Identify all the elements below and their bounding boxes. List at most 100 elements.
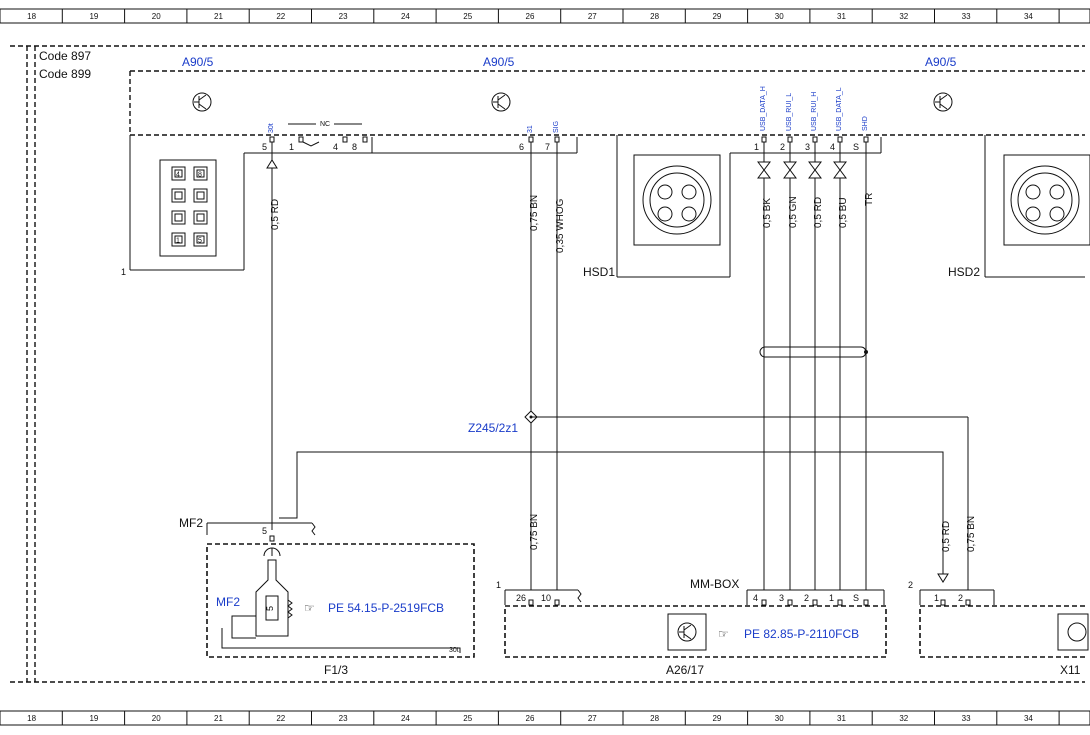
code-label-1: Code 897 <box>39 49 91 63</box>
wire-label-rd-x11: 0,5 RD <box>941 521 952 552</box>
ruler-number: 18 <box>27 12 36 21</box>
connector-cell-inner <box>196 191 205 200</box>
pin-7: 7 <box>545 142 550 152</box>
ruler-number: 28 <box>650 714 659 723</box>
connector-cell-label: 5 <box>198 238 202 245</box>
connector-mid: 31 SIG 6 7 <box>372 121 578 154</box>
wires: Z245/2z1 0,5 RD 0,75 BN 0,35 WHOG 0,5 BK… <box>266 142 977 590</box>
connector-cell-inner <box>174 191 183 200</box>
mf2-pin: 5 <box>262 526 267 536</box>
mmbox-label: MM-BOX <box>690 577 739 591</box>
connector-cell-inner <box>196 213 205 222</box>
pin-label-shd: SHD <box>862 116 869 131</box>
mm-pin-4: 4 <box>753 593 758 603</box>
splice-label: Z245/2z1 <box>468 421 518 435</box>
pin-5: 5 <box>262 142 267 152</box>
pe-fuse-ref: PE 54.15-P-2519FCB <box>328 601 444 615</box>
connector-cell-label: 4 <box>176 172 180 179</box>
ruler-number: 26 <box>526 12 535 21</box>
x11-label: X11 <box>1060 663 1081 677</box>
pin-label-usb-data-l: USB_DATA_L <box>836 87 843 131</box>
connector-cell-inner <box>196 169 205 178</box>
ruler-number: 20 <box>152 714 161 723</box>
hsd-pin-s: S <box>853 142 859 152</box>
pin-label-31: 31 <box>527 125 534 133</box>
ruler-number: 20 <box>152 12 161 21</box>
ruler-number: 31 <box>837 12 846 21</box>
conn1-pin-10: 10 <box>541 593 551 603</box>
wire-label-rd: 0,5 RD <box>813 197 824 228</box>
pin-label-usb-rui-l: USB_RUI_L <box>786 93 793 131</box>
x11-pin-2: 2 <box>958 593 963 603</box>
mm-pin-s: S <box>853 593 859 603</box>
pointer-icon: ☞ <box>304 601 315 615</box>
connector-num: 1 <box>121 267 126 277</box>
connector-cell-label: 1 <box>176 238 180 245</box>
pin-label-usb-rui-h: USB_RUI_H <box>811 92 818 131</box>
pin-label-sig: SIG <box>553 121 560 133</box>
pin-8: 8 <box>352 142 357 152</box>
connector-cell-label: 8 <box>198 172 202 179</box>
ruler-number: 21 <box>214 12 223 21</box>
fuse-30t: 30t <box>449 647 459 654</box>
ruler-number: 26 <box>526 714 535 723</box>
wire-label-bu: 0,5 BU <box>838 197 849 228</box>
fuse-box-f13: MF2 5 5 MF2 30t ☞ PE 54.15-P-2519FCB F1/… <box>179 516 475 677</box>
a90-label-right: A90/5 <box>925 55 957 69</box>
wire-label-bn-x11: 0,75 BN <box>966 516 977 552</box>
ruler-number: 32 <box>899 12 908 21</box>
ruler-number: 24 <box>401 12 410 21</box>
ruler-number: 25 <box>463 12 472 21</box>
ruler-number: 19 <box>89 714 98 723</box>
x11-connector: 2 1 2 X11 <box>908 580 1089 677</box>
hsd-pin-4: 4 <box>830 142 835 152</box>
mf2-inner-label: MF2 <box>216 595 240 609</box>
pin-label-30t: 30t <box>268 123 275 133</box>
connector-cell-inner <box>196 235 205 244</box>
transistor-icon <box>933 92 953 112</box>
ruler-number: 25 <box>463 714 472 723</box>
ruler-number: 24 <box>401 714 410 723</box>
hsd-pin-3: 3 <box>805 142 810 152</box>
ruler-number: 33 <box>962 12 971 21</box>
wire-label-bk: 0,5 BK <box>762 198 773 228</box>
mm-pin-1: 1 <box>829 593 834 603</box>
transistor-icon <box>192 92 212 112</box>
ruler-number: 18 <box>27 714 36 723</box>
mm-box-connector: MM-BOX 4 3 2 1 S <box>690 577 885 606</box>
ruler-number: 23 <box>339 12 348 21</box>
ruler-number: 29 <box>712 12 721 21</box>
wire-label-30t: 0,5 RD <box>270 199 281 230</box>
connector-cell-inner <box>174 169 183 178</box>
x11-pin-1: 1 <box>934 593 939 603</box>
mm-pin-2: 2 <box>804 593 809 603</box>
wire-label-gn: 0,5 GN <box>788 196 799 228</box>
hsd1-label: HSD1 <box>583 265 615 279</box>
connector-1-num: 1 <box>496 580 501 590</box>
wire-label-tr: TR <box>864 193 875 206</box>
pin-1: 1 <box>289 142 294 152</box>
hsd2-label: HSD2 <box>948 265 980 279</box>
a90-label-mid: A90/5 <box>483 55 515 69</box>
ruler-number: 21 <box>214 714 223 723</box>
hsd2-connector: HSD2 <box>948 135 1090 279</box>
connector-1: 1 26 10 <box>496 580 582 606</box>
wire-label-bn-lower: 0,75 BN <box>529 514 540 550</box>
pin-label-nc: NC <box>320 121 330 128</box>
pe-mm-ref: PE 82.85-P-2110FCB <box>744 627 859 641</box>
ruler-number: 33 <box>962 714 971 723</box>
mm-pin-3: 3 <box>779 593 784 603</box>
pin-4: 4 <box>333 142 338 152</box>
conn1-pin-26: 26 <box>516 593 526 603</box>
ruler-number: 28 <box>650 12 659 21</box>
pin-label-usb-data-h: USB_DATA_H <box>760 86 767 131</box>
a90-label-left: A90/5 <box>182 55 214 69</box>
pointer-icon: ☞ <box>718 627 729 641</box>
code-frame: Code 897 Code 899 <box>10 45 1085 683</box>
ruler-number: 30 <box>775 12 784 21</box>
ruler-number: 32 <box>899 714 908 723</box>
f13-label: F1/3 <box>324 663 348 677</box>
